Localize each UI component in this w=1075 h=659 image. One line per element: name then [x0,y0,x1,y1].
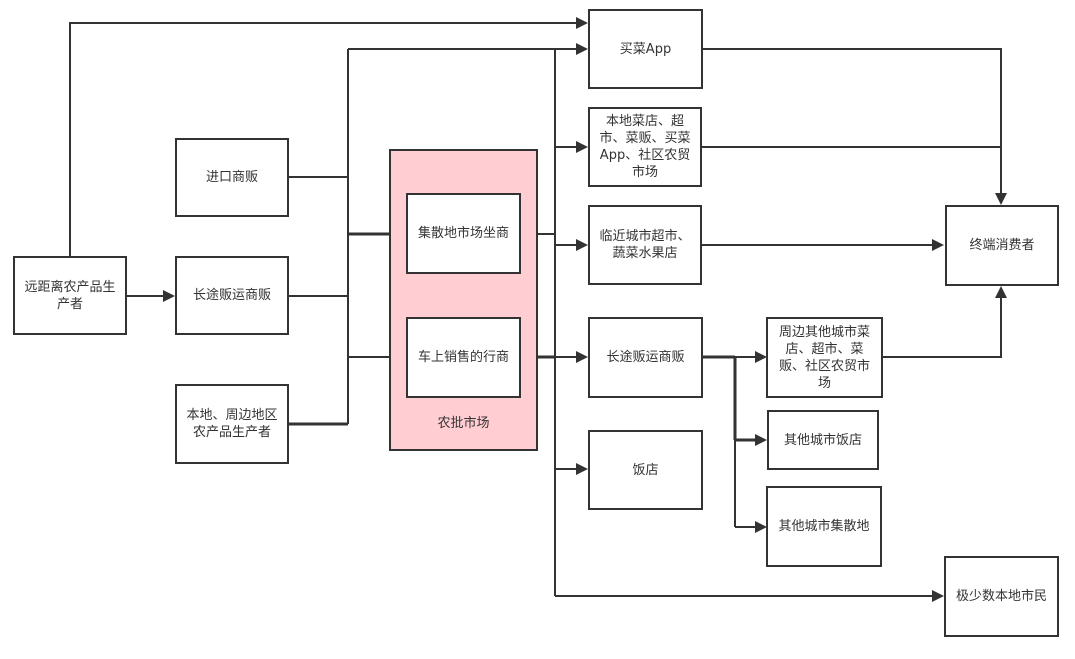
node-other-city-hub[interactable]: 其他城市集散地 [766,486,882,567]
node-importer[interactable]: 进口商贩 [175,138,289,217]
node-other-city-restaurant[interactable]: 其他城市饭店 [767,410,879,470]
arrowhead [576,141,588,153]
arrowhead [576,17,588,29]
arrowhead [932,239,944,251]
wholesale-market-label: 农批市场 [437,416,490,431]
node-truck-seller[interactable]: 车上销售的行商 [406,317,521,398]
node-nearby-city[interactable]: 临近城市超市、蔬菜水果店 [588,205,702,285]
node-long-trader-1[interactable]: 长途贩运商贩 [175,256,289,335]
edge-grocery-app-to-consumer [702,48,1002,194]
arrowhead [995,193,1007,205]
arrowhead [576,463,588,475]
arrowhead [995,286,1007,298]
node-few-locals[interactable]: 极少数本地市民 [944,556,1059,637]
node-grocery-app[interactable]: 买菜App [588,9,703,89]
node-long-trader-2[interactable]: 长途贩运商贩 [588,317,703,398]
node-far-producer[interactable]: 远距离农产品生产者 [13,256,127,335]
arrowhead [755,521,767,533]
node-local-producer[interactable]: 本地、周边地区农产品生产者 [175,384,289,464]
edge-far-producer-to-grocery-app [69,22,578,256]
node-other-city-retail[interactable]: 周边其他城市菜店、超市、菜贩、社区农贸市场 [766,317,883,398]
arrowhead [755,434,767,446]
edge-other-city-retail-to-consumer [883,296,1002,358]
arrowhead [576,43,588,55]
arrowhead [163,290,175,302]
node-local-retail[interactable]: 本地菜店、超市、菜贩、买菜App、社区农贸市场 [588,107,702,187]
arrowhead [576,239,588,251]
arrowhead [576,351,588,363]
arrowhead [932,590,944,602]
node-consumer[interactable]: 终端消费者 [945,205,1059,286]
node-restaurant[interactable]: 饭店 [588,430,703,510]
arrowhead [755,351,767,363]
node-hub-dealer[interactable]: 集散地市场坐商 [406,193,521,274]
